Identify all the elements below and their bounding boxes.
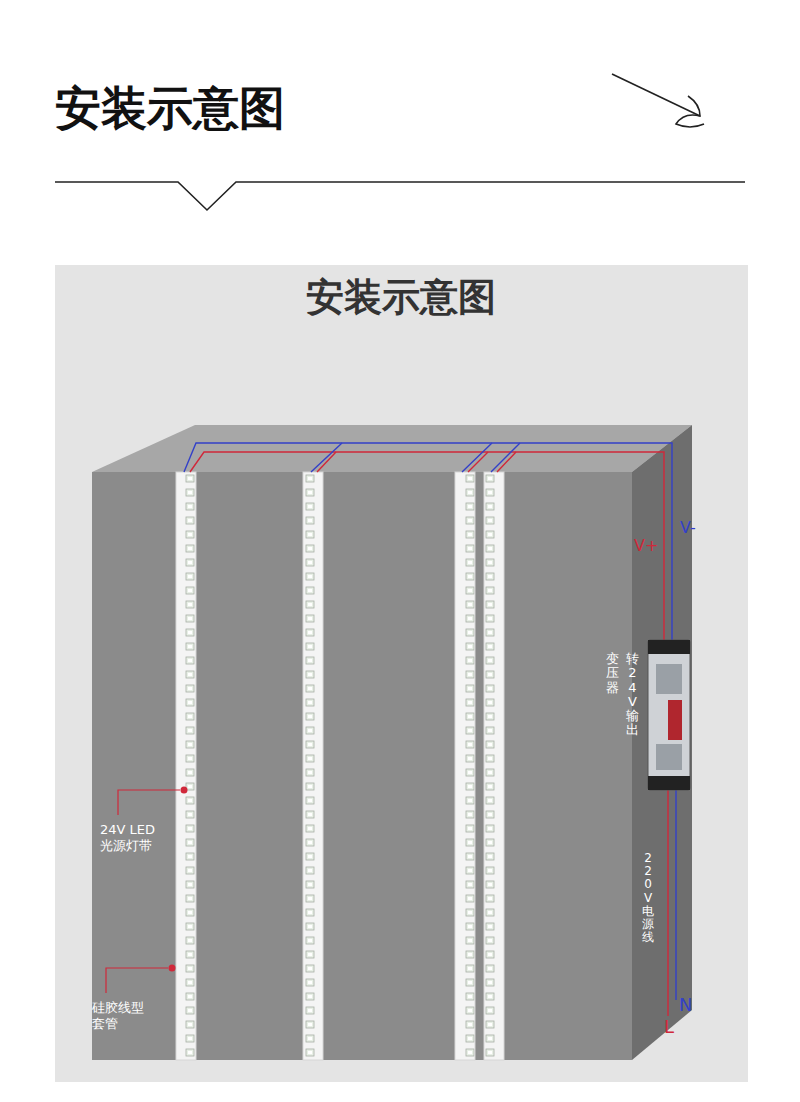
transformer-sticker: [668, 700, 682, 740]
transformer-body: [648, 640, 690, 790]
negative-wire: [184, 443, 672, 640]
positive-wire: [468, 452, 516, 472]
transformer-vents: [656, 664, 682, 694]
live-wire: [667, 790, 668, 1016]
box-front: [92, 472, 632, 1060]
deco-arrow-head: [676, 96, 704, 127]
page-title: 安装示意图: [55, 80, 285, 138]
positive-wire: [317, 452, 336, 472]
wire-label: V+: [634, 536, 658, 556]
wire-label: V-: [680, 518, 696, 538]
terminal-label: N: [679, 994, 692, 1017]
callout-label: 24V LED 光源灯带: [100, 822, 172, 855]
callout-dot: [169, 965, 176, 972]
deco-arrow: [612, 74, 700, 116]
transformer-label: 变压器: [606, 652, 619, 695]
header-rule: [55, 182, 745, 210]
negative-wire: [462, 443, 520, 472]
panel-title: 安装示意图: [306, 274, 496, 322]
panel: [55, 265, 748, 1082]
terminal-label: L: [664, 1016, 674, 1039]
transformer-label: 转24V输出: [626, 652, 639, 738]
box-top: [92, 425, 692, 472]
cable-label: 220V电源线: [642, 852, 654, 944]
transformer-cap: [648, 776, 690, 790]
leader-line: [106, 968, 168, 993]
transformer-node: 转24V输出变压器: [596, 646, 692, 792]
transformer-vents: [656, 744, 682, 770]
led-strip: [484, 472, 504, 1060]
led-strip: [303, 472, 323, 1060]
callout-label: 硅胶线型 套管: [92, 1000, 154, 1033]
negative-wire: [311, 443, 342, 472]
positive-wire: [190, 452, 664, 640]
led-strip: [455, 472, 475, 1060]
neutral-wire: [675, 790, 676, 1000]
led-strip: [176, 472, 196, 1060]
callout-dot: [181, 787, 188, 794]
transformer-cap: [648, 640, 690, 654]
leader-line: [118, 790, 180, 815]
